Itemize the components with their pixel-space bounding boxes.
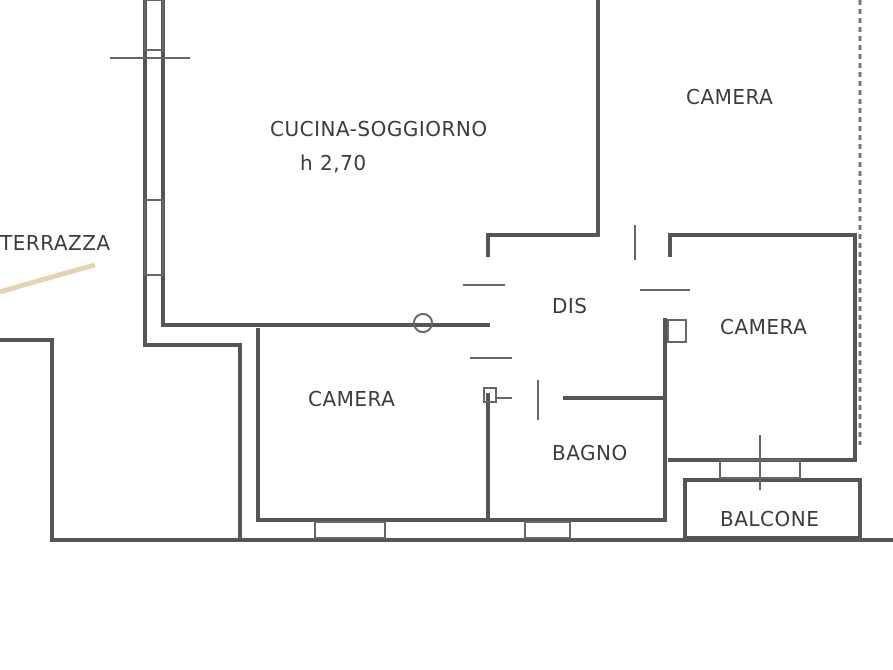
room-height-label: h 2,70 bbox=[300, 151, 367, 175]
terrace-accent bbox=[0, 262, 96, 295]
room-label-terrazza: TERRAZZA bbox=[0, 231, 111, 255]
room-label-dis: DIS bbox=[552, 294, 588, 318]
windows bbox=[110, 0, 801, 539]
room-label-balcone: BALCONE bbox=[720, 507, 819, 531]
room-label-camera-right: CAMERA bbox=[720, 315, 807, 339]
room-label-camera-top: CAMERA bbox=[686, 85, 773, 109]
room-label-camera-bottom: CAMERA bbox=[308, 387, 395, 411]
room-label-bagno: BAGNO bbox=[552, 441, 628, 465]
doors bbox=[463, 225, 690, 420]
room-label-cucina: CUCINA-SOGGIORNO bbox=[270, 117, 488, 141]
